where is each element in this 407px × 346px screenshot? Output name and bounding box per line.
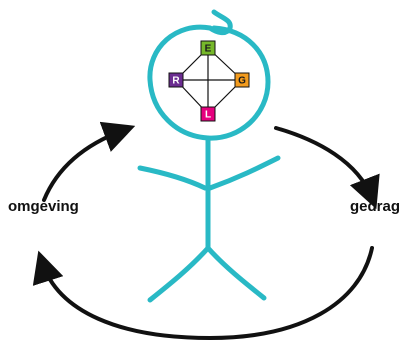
figure-right-arm xyxy=(207,155,281,191)
node-bottom-box xyxy=(200,106,216,122)
label-gedrag: gedrag xyxy=(350,198,401,215)
node-top: E xyxy=(200,40,216,56)
node-network xyxy=(175,47,243,115)
figure-head xyxy=(147,9,271,141)
node-left-letter: R xyxy=(172,76,180,87)
figure-right-leg xyxy=(205,245,267,301)
stick-figure xyxy=(137,9,281,303)
figure-left-leg xyxy=(147,245,211,303)
node-left-box xyxy=(168,72,184,88)
node-top-letter: E xyxy=(205,44,212,55)
node-bottom-letter: L xyxy=(205,110,211,121)
node-left: R xyxy=(168,72,184,88)
node-right-letter: G xyxy=(238,76,246,87)
node-bottom: L xyxy=(200,106,216,122)
node-right: G xyxy=(234,72,250,88)
arrow-top-right xyxy=(274,126,380,210)
arrow-bottom xyxy=(32,246,374,341)
node-right-box xyxy=(234,72,250,88)
node-top-box xyxy=(200,40,216,56)
nodes: E G L R xyxy=(168,40,250,122)
figure-left-arm xyxy=(137,165,208,191)
cycle-arrows xyxy=(32,121,380,341)
label-omgeving: omgeving xyxy=(8,198,79,215)
arrow-top-left xyxy=(42,121,136,202)
